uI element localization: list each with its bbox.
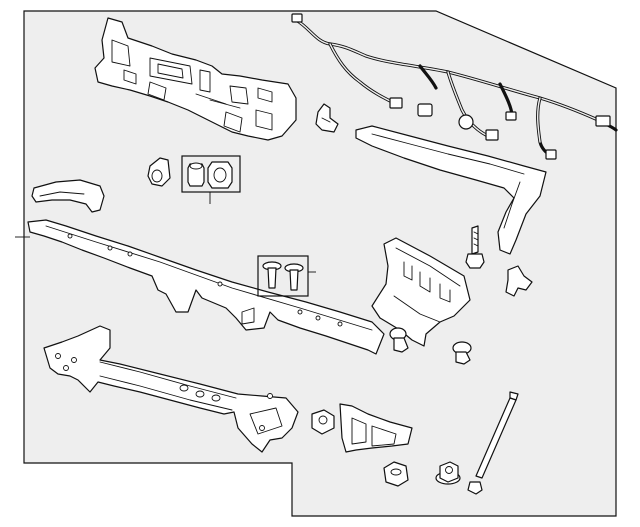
nut xyxy=(311,409,335,435)
push-pin-clip xyxy=(315,103,339,133)
rubber-bumper xyxy=(147,157,171,187)
side-clip xyxy=(505,265,533,297)
harness-connector-a xyxy=(291,13,303,23)
rivet-left xyxy=(389,327,409,353)
harness-connector-g xyxy=(505,111,517,121)
harness-connector-f xyxy=(595,115,611,127)
bumper-pads-callout-box xyxy=(181,155,241,193)
harness-connector-e xyxy=(545,149,557,160)
bumper-pads xyxy=(181,155,241,204)
stud-bolt xyxy=(465,225,485,269)
u-nut xyxy=(383,461,409,487)
side-bracket xyxy=(31,179,105,213)
rivet-right xyxy=(452,341,472,365)
impact-bar xyxy=(27,219,385,355)
wiring-harness xyxy=(291,13,618,160)
harness-connector-b xyxy=(389,97,403,109)
lower-bracket xyxy=(339,403,413,453)
energy-absorber xyxy=(371,237,471,347)
harness-connector-c xyxy=(417,103,433,117)
top-cover-strip xyxy=(355,125,547,255)
harness-grommet xyxy=(458,114,474,130)
harness-connector-d xyxy=(485,129,499,141)
upper-trim-panel xyxy=(94,17,297,141)
push-rivets xyxy=(257,255,316,297)
push-rivets-callout-box xyxy=(257,255,309,297)
flange-nut xyxy=(435,461,461,485)
support-rod xyxy=(467,391,519,495)
lower-reinforcement xyxy=(43,325,299,453)
